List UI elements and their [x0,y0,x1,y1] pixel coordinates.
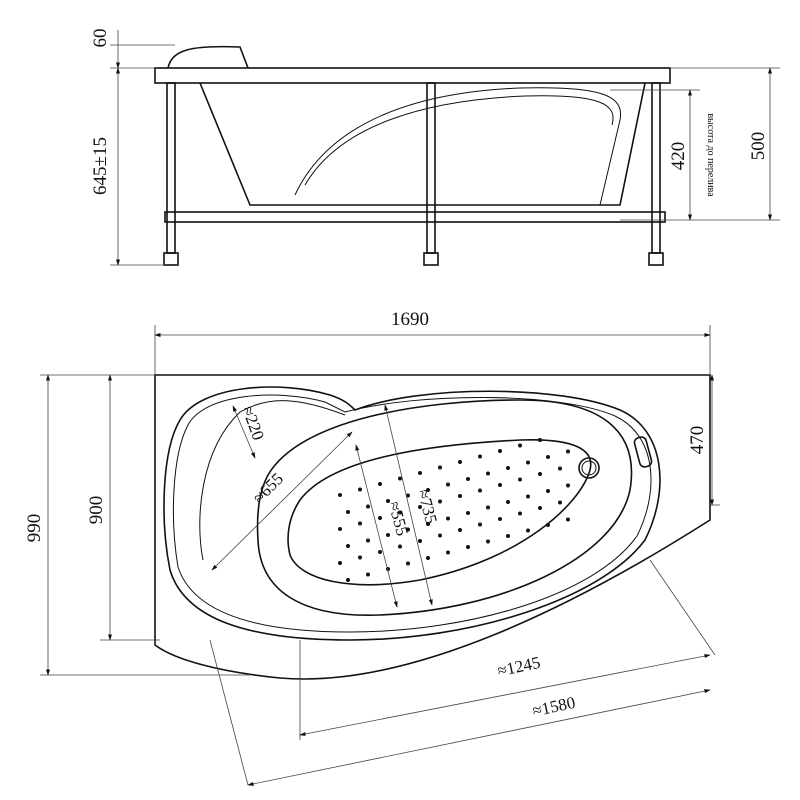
drain-icon [578,457,600,479]
jet-dot [466,477,470,481]
jet-dot [506,534,510,538]
jet-dot [446,516,450,521]
side-view: 60 645±15 420 высота до перелива 500 [90,29,780,266]
jet-dot [518,443,522,448]
jet-dot [506,500,510,504]
jet-dot [386,533,390,537]
jet-dot [566,449,570,454]
jet-dot [446,482,450,487]
jet-dot [538,438,542,442]
jet-dot [426,556,430,560]
jet-dot [458,494,462,498]
jet-dot [478,522,482,527]
jet-dot [526,460,530,465]
headrest [167,45,249,69]
jet-dot [378,482,382,486]
seat-contour [294,87,622,206]
jet-dot [546,455,550,459]
dim-735: ≈735 [414,487,441,526]
top-view: 1690 990 900 470 ≈220 ≈655 ≈735 ≈555 ≈12… [24,309,720,786]
jet-dot [406,561,410,566]
tub-inner [256,399,633,616]
jet-dot [526,528,530,533]
dim-rim: 60 [90,29,111,48]
dim-tub-height: 500 [748,132,769,161]
jet-dot [346,544,350,548]
jet-dot [566,483,570,488]
jet-dot [558,500,562,505]
jet-dot [498,517,502,521]
jet-dot [338,561,342,565]
jet-dot [338,527,342,531]
jet-dot [358,555,362,560]
dim-1580: ≈1580 [531,693,577,721]
jet-dot [418,539,422,543]
jet-dot [378,516,382,520]
jet-dot [458,528,462,532]
jet-dot [486,539,490,544]
dim-inner-width: 900 [86,496,107,525]
jet-dot [446,550,450,555]
overflow-icon [633,436,653,468]
jet-dot [538,506,542,510]
legs [163,82,664,266]
dim-total-height: 645±15 [90,137,111,195]
jet-dot [558,466,562,471]
overflow-note: высота до перелива [705,113,716,197]
jet-dot [538,472,542,476]
dim-overflow: 420 [668,142,689,171]
jet-dot [466,545,470,549]
jet-dot [518,511,522,516]
jet-dot [486,471,490,476]
jet-dot [378,550,382,554]
tub-rim-outer [163,386,661,641]
jet-dot [358,487,362,492]
jet-dot [366,572,370,577]
jet-dot [358,521,362,526]
jet-dot [398,476,402,481]
jet-dot [498,449,502,453]
jet-dot [526,494,530,499]
jet-dot [458,460,462,464]
jet-dot [506,466,510,470]
jet-dot [346,510,350,514]
tub-outline [154,374,711,680]
dim-555: ≈555 [385,499,412,538]
jet-dot [466,511,470,515]
jet-dot [438,465,442,470]
jet-dot [546,489,550,493]
jet-dot [478,454,482,459]
dim-width: 990 [24,514,45,543]
jet-dot [478,488,482,493]
jet-dot [546,523,550,527]
jet-dot [346,578,350,582]
jet-dot [366,538,370,543]
frame-bar [164,211,666,223]
dim-right-side: 470 [687,426,708,455]
dim-length: 1690 [391,309,429,330]
jet-dot [518,477,522,482]
jet-dot [438,533,442,538]
dim-220: ≈220 [238,403,268,442]
rim [154,67,671,84]
jet-dot [366,504,370,509]
jet-dot [418,471,422,475]
jet-dot [566,517,570,522]
jet-dot [438,499,442,504]
jet-dot [486,505,490,510]
jet-dot [498,483,502,487]
jet-dot [338,493,342,497]
jet-dot [398,544,402,549]
dim-1245: ≈1245 [496,653,542,681]
